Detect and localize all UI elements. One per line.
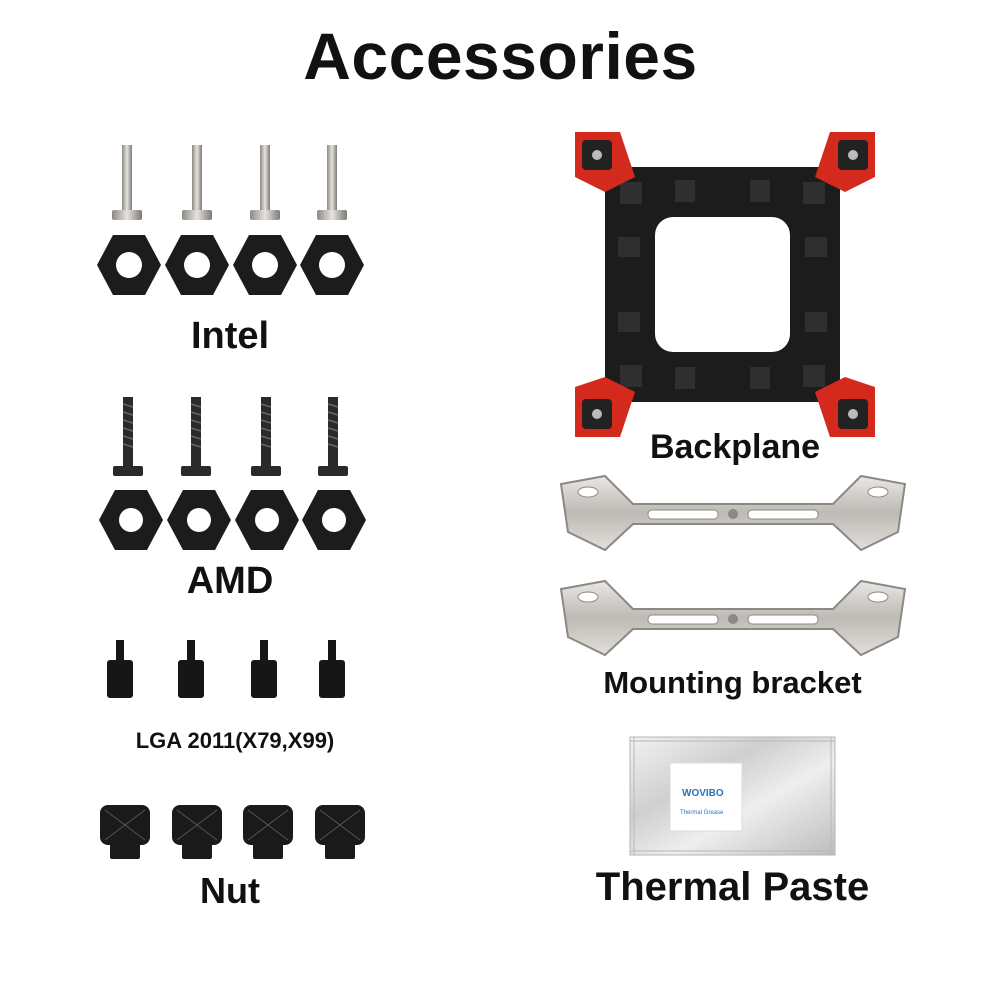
amd-screw-1 bbox=[123, 397, 133, 467]
amd-hardware bbox=[99, 397, 366, 550]
lga-standoff-4 bbox=[328, 640, 336, 662]
intel-screw-3 bbox=[250, 145, 280, 220]
packet-label bbox=[669, 762, 743, 832]
amd-screw-3 bbox=[261, 397, 271, 467]
page-title: Accessories bbox=[303, 19, 698, 93]
lga-standoff-3 bbox=[260, 640, 268, 662]
intel-hardware bbox=[97, 145, 364, 295]
lga-standoffs bbox=[107, 640, 345, 698]
amd-label: AMD bbox=[186, 560, 274, 602]
lga-label: LGA 2011(X79,X99) bbox=[135, 728, 335, 753]
thermal-paste-label: Thermal Paste bbox=[595, 865, 870, 909]
packet-subtitle: Thermal Grease bbox=[680, 810, 724, 816]
intel-screw-2 bbox=[182, 145, 212, 220]
backplane-label: Backplane bbox=[649, 428, 821, 466]
intel-screw-4 bbox=[317, 145, 347, 220]
lga-standoff-2 bbox=[187, 640, 195, 662]
nut-label: Nut bbox=[200, 870, 260, 911]
amd-screw-2 bbox=[191, 397, 201, 467]
mounting-bracket-1 bbox=[559, 474, 907, 552]
amd-screw-4 bbox=[328, 397, 338, 467]
intel-label: Intel bbox=[190, 315, 270, 357]
lga-standoff-1 bbox=[116, 640, 124, 662]
mounting-bracket-2 bbox=[559, 579, 907, 657]
packet-brand: WOVIBO bbox=[682, 788, 724, 799]
knurled-nuts bbox=[100, 805, 365, 859]
mounting-bracket-label: Mounting bracket bbox=[603, 665, 862, 700]
mounting-brackets bbox=[559, 474, 907, 657]
intel-screw-1 bbox=[112, 145, 142, 220]
thermal-paste-packet bbox=[629, 736, 836, 856]
backplane-image bbox=[575, 132, 875, 437]
